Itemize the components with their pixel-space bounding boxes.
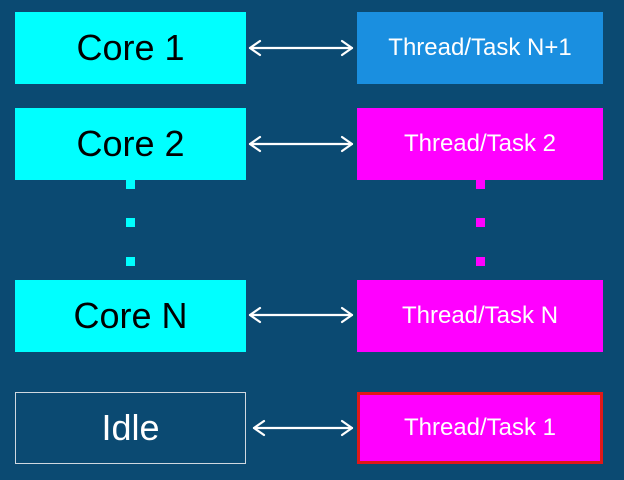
idle-label: Idle [101,407,160,448]
core-2-label: Core 2 [76,123,185,164]
task-ellipsis-dot [476,218,485,227]
core-n-label: Core N [73,295,188,336]
task-n-plus-1-label: Thread/Task N+1 [388,34,572,61]
core-ellipsis-dot [126,218,135,227]
task-2-box: Thread/Task 2 [357,108,603,180]
task-n-plus-1-box: Thread/Task N+1 [357,12,603,84]
task-ellipsis-dot [476,180,485,189]
task-1-label: Thread/Task 1 [403,414,557,441]
double-arrow-core-2 [248,135,354,153]
idle-box: Idle [15,392,246,464]
core-ellipsis-dot [126,257,135,266]
double-arrow-core-n [248,306,354,324]
task-ellipsis-dot [476,257,485,266]
core-ellipsis-dot [126,180,135,189]
core-1-box: Core 1 [15,12,246,84]
task-1-box: Thread/Task 1 [357,392,603,464]
double-arrow-core-1 [248,39,354,57]
task-n-box: Thread/Task N [357,280,603,352]
double-arrow-idle [252,419,354,437]
task-2-label: Thread/Task 2 [403,130,557,157]
core-1-label: Core 1 [76,27,185,68]
task-n-label: Thread/Task N [401,302,559,329]
core-2-box: Core 2 [15,108,246,180]
core-n-box: Core N [15,280,246,352]
